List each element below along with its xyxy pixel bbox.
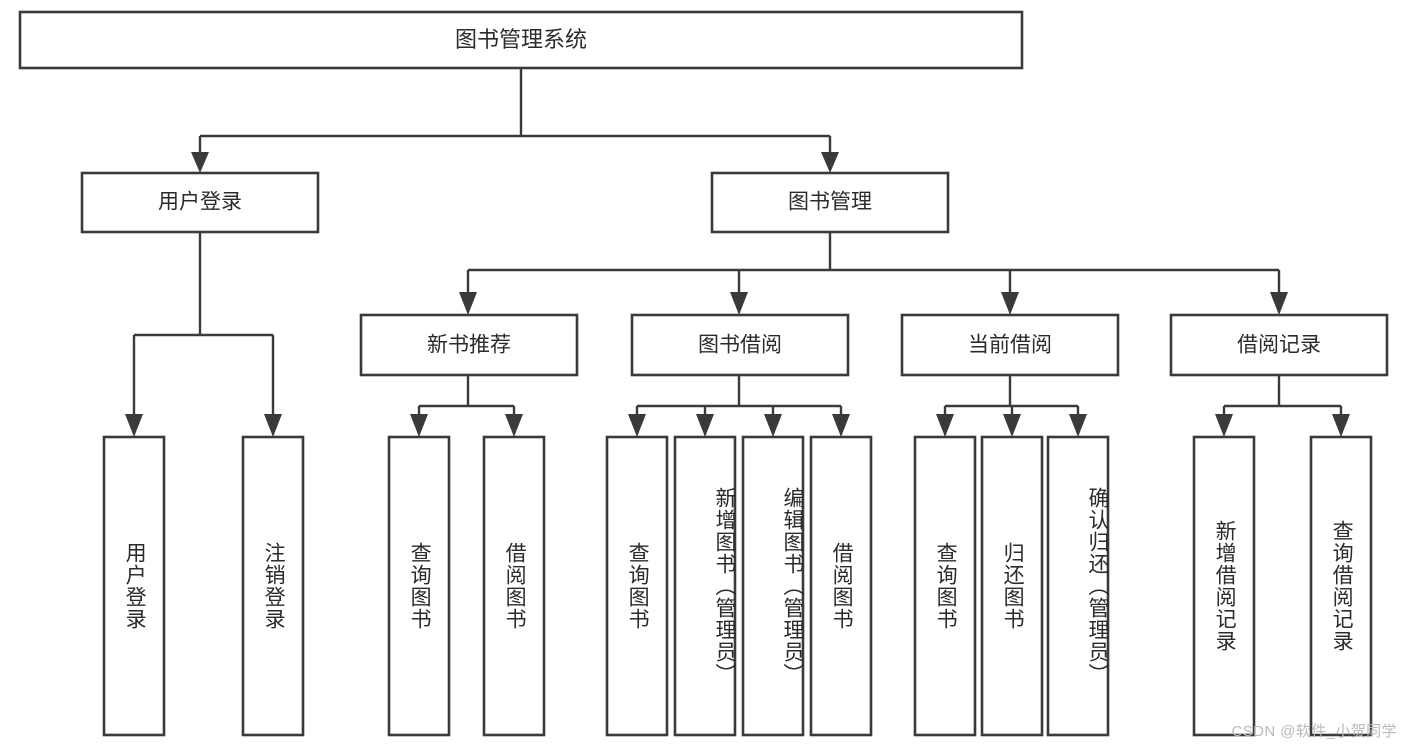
connector-group-book-borrow	[628, 375, 850, 437]
leaf-box-book-borrow-4[interactable]	[809, 435, 873, 737]
leaf-box-new-book-1[interactable]	[387, 435, 451, 737]
node-root-label: 图书管理系统	[455, 27, 587, 52]
leaf-box-current-borrow-2[interactable]	[980, 435, 1044, 737]
node-new-book-recommend-label: 新书推荐	[427, 334, 511, 357]
node-current-borrow-label: 当前借阅	[968, 334, 1052, 357]
arrow-head-book-manage	[821, 152, 839, 173]
arrow-head-br-leaf-1	[1215, 414, 1233, 437]
arrow-head-borrow-record	[1270, 292, 1288, 315]
leaf-box-new-book-2[interactable]	[482, 435, 546, 737]
arrow-head-cb-leaf-2	[1003, 414, 1021, 437]
leaf-box-book-borrow-3[interactable]	[741, 435, 805, 737]
connector-group-book-manage	[459, 232, 1288, 315]
arrow-head-nb-leaf-2	[505, 414, 523, 437]
arrow-head-cb-leaf-1	[936, 414, 954, 437]
leaf-box-user-login-2[interactable]	[241, 435, 305, 737]
connector-group-borrow-record	[1215, 375, 1350, 437]
arrow-head-user-login	[191, 152, 209, 173]
arrow-head-br-leaf-2	[1332, 414, 1350, 437]
arrow-head-current-borrow	[1001, 292, 1019, 315]
arrow-head-user-login-leaf-1	[125, 414, 143, 437]
arrow-head-cb-leaf-3	[1069, 414, 1087, 437]
node-user-login-label: 用户登录	[158, 191, 242, 214]
leaf-box-borrow-record-1[interactable]	[1192, 435, 1256, 737]
node-root-box[interactable]	[18, 10, 1024, 70]
node-borrow-record-box[interactable]	[1169, 313, 1389, 377]
arrow-head-bb-leaf-1	[628, 414, 646, 437]
arrow-head-new-book-recommend	[459, 292, 477, 315]
leaf-box-book-borrow-2[interactable]	[673, 435, 737, 737]
node-book-manage-box[interactable]	[710, 171, 950, 234]
node-book-borrow-box[interactable]	[630, 313, 850, 377]
node-book-manage-label: 图书管理	[788, 191, 872, 214]
leaf-box-book-borrow-1[interactable]	[605, 435, 669, 737]
arrow-head-bb-leaf-4	[832, 414, 850, 437]
node-user-login-box[interactable]	[80, 171, 320, 234]
leaf-box-borrow-record-2[interactable]	[1309, 435, 1373, 737]
arrow-head-bb-leaf-3	[764, 414, 782, 437]
leaf-box-current-borrow-1[interactable]	[913, 435, 977, 737]
leaf-box-user-login-1[interactable]	[102, 435, 166, 737]
watermark-text: CSDN @软件_小贺同学	[1231, 723, 1397, 740]
node-current-borrow-box[interactable]	[900, 313, 1120, 377]
arrow-head-user-login-leaf-2	[264, 414, 282, 437]
node-new-book-recommend-box[interactable]	[359, 313, 579, 377]
arrow-head-book-borrow	[730, 292, 748, 315]
connector-group-user-login	[125, 232, 282, 437]
arrow-head-nb-leaf-1	[410, 414, 428, 437]
leaf-box-current-borrow-3[interactable]	[1046, 435, 1110, 737]
node-book-borrow-label: 图书借阅	[698, 334, 782, 357]
arrow-head-bb-leaf-2	[696, 414, 714, 437]
connector-group-new-book-recommend	[410, 375, 523, 437]
connector-group-root	[191, 68, 839, 173]
node-borrow-record-label: 借阅记录	[1237, 334, 1321, 357]
connector-group-current-borrow	[936, 375, 1087, 437]
